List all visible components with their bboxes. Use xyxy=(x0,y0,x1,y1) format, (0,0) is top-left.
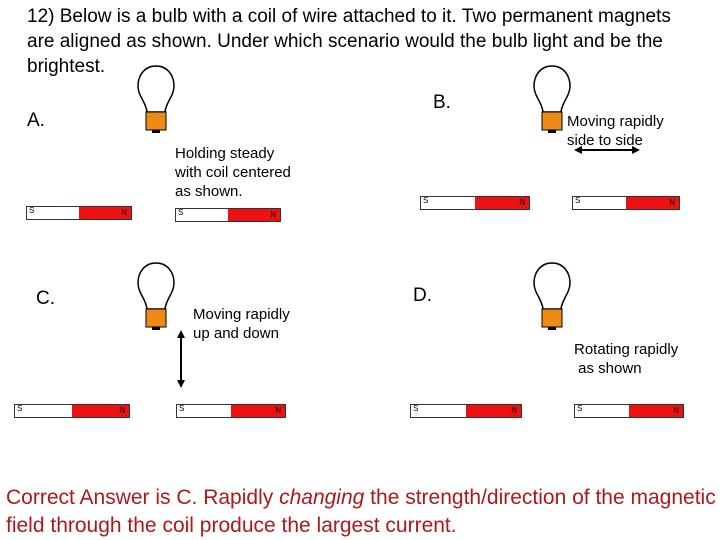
magnet-c-left: S N xyxy=(14,404,130,418)
magnet-b-right: S N xyxy=(572,196,680,210)
bulb-icon xyxy=(137,65,175,133)
bulb-b xyxy=(532,64,572,136)
magnet-a-right: S N xyxy=(175,208,281,222)
magnet-d-left: S N xyxy=(410,404,522,418)
bulb-icon xyxy=(137,262,175,330)
magnet-a-left: S N xyxy=(26,206,132,220)
bulb-c xyxy=(136,261,176,333)
double-arrow-vertical-icon xyxy=(177,330,185,388)
scenario-d-label: D. xyxy=(413,285,432,306)
scenario-b-note: Moving rapidly side to side xyxy=(567,113,664,149)
magnet-d-right: S N xyxy=(574,404,684,418)
magnet-c-right: S N xyxy=(176,404,286,418)
scenario-c-note: Moving rapidly up and down xyxy=(193,306,290,342)
scenario-d-note: Rotating rapidly as shown xyxy=(574,341,679,377)
bulb-a xyxy=(136,64,176,136)
bulb-icon xyxy=(533,262,571,330)
scenario-a-label: A. xyxy=(27,110,45,131)
bulb-d xyxy=(532,261,572,333)
scenario-c-label: C. xyxy=(36,288,55,309)
answer-text: Correct Answer is C. Rapidly changing th… xyxy=(6,486,716,537)
scenario-a-note: Holding steady with coil centered as sho… xyxy=(175,145,291,200)
double-arrow-horizontal-icon xyxy=(574,146,640,154)
question-text: 12) Below is a bulb with a coil of wire … xyxy=(27,6,671,77)
scenario-b-label: B. xyxy=(433,92,451,113)
answer-emphasis: changing xyxy=(279,486,365,509)
bulb-icon xyxy=(533,65,571,133)
magnet-b-left: S N xyxy=(420,196,530,210)
